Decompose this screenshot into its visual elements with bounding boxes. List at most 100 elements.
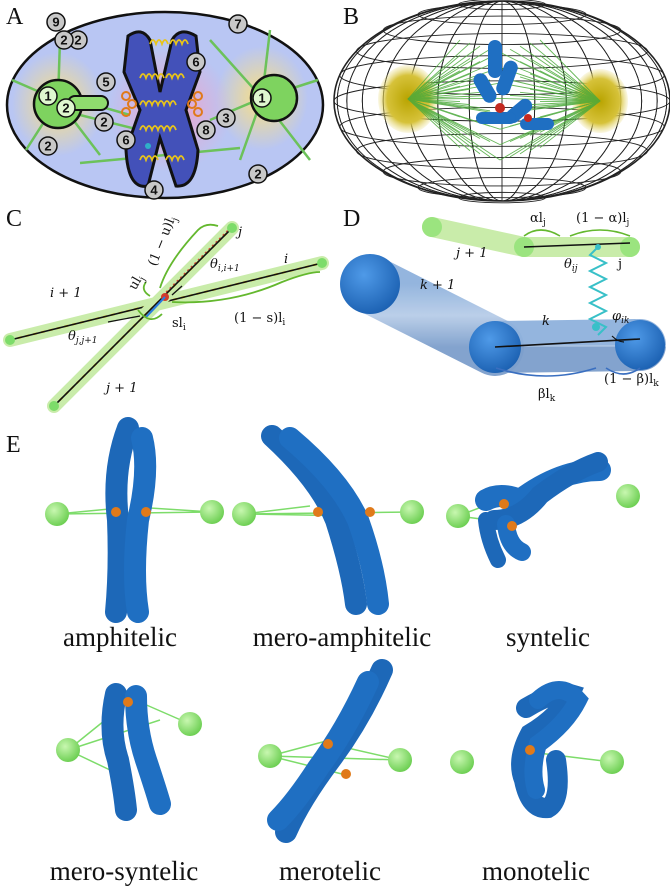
marker-number: 4 [150,183,158,198]
marker-number: 2 [74,33,81,48]
spindle-fiber [407,45,481,100]
panel-d: D j + 1 j k + [340,206,666,404]
panel-c-label: C [6,206,22,232]
spindle-fiber [407,42,471,100]
rod-j [47,221,239,413]
spindle-fiber [529,73,601,102]
spindle-fiber [519,91,601,102]
spindle-fiber [407,76,481,100]
springs-a [139,39,189,163]
marker-number: 3 [222,111,229,126]
label-theta-j: θj,j+1 [68,329,98,346]
spindle-fiber [407,39,461,100]
marker-circle [56,98,76,118]
panel-e-label: E [6,432,21,458]
label-theta-ij: θij [564,257,578,274]
marker-number: 2 [44,139,51,154]
caption-syntelic: syntelic [506,622,590,652]
spindle-fiber [519,45,601,102]
panel-b: B [333,0,670,204]
spindle-fiber [529,58,601,102]
marker-circle [38,86,58,106]
light-dot [145,143,151,149]
marker-circle [228,14,248,34]
spindle-fiber [407,98,481,155]
bracket-1-minus-s [171,271,321,304]
spindle-fiber [519,76,601,102]
rod-j-d [422,217,640,257]
marker-number: 2 [60,33,67,48]
label-one-minus-s-li: (1 − s)li [234,311,285,328]
label-i: i [284,252,288,267]
spindle-fiber [529,42,601,102]
label-theta-i: θi,i+1 [210,257,240,274]
label-k: k [542,314,550,329]
spindle-fiber [407,88,471,100]
sphere-latitude [382,157,622,187]
spindle-fiber [407,98,461,149]
spring-d [587,246,609,336]
sphere-meridian [336,0,668,202]
marker-number: 9 [52,15,59,30]
mero-amphitelic-illustration [232,425,424,615]
marker-number: 2 [100,115,107,130]
marker-circle [252,88,272,108]
label-s-li: sli [172,316,186,333]
label-alpha-lj: αlj [530,211,546,228]
panel-a: A [5,4,325,200]
spindle-fiber [407,67,501,100]
panel-b-label: B [343,4,359,30]
label-i-plus-1: i + 1 [50,286,82,301]
caption-merotelic: merotelic [279,856,381,886]
marker-number: 6 [192,55,199,70]
spindle-fiber [499,67,601,102]
marker-circle [38,136,58,156]
marker-circle [94,112,114,132]
spindle-fiber [529,100,601,152]
sphere-latitude [356,133,648,169]
marker-circle [144,180,164,200]
bracket-s [137,309,163,320]
label-j-plus-1: j + 1 [103,381,137,396]
marker-number: 5 [102,75,109,90]
marker-circle [216,108,236,128]
marker-number: 1 [258,91,265,106]
spindle-fiber [509,94,601,102]
spindle-fiber [539,85,601,102]
caption-monotelic: monotelic [482,856,590,886]
merotelic-illustration [258,659,412,843]
spindle-fiber [407,98,471,152]
caption-mero-syntelic: mero-syntelic [50,856,198,886]
label-one-minus-alpha-lj: (1 − α)lj [576,211,629,228]
spindle-fiber [539,70,601,102]
spindle-fiber [539,100,601,149]
marker-circle [186,52,206,72]
spindle-fiber [407,73,471,100]
label-phi-ik: φik [612,309,629,326]
marker-number: 2 [62,101,69,116]
marker-number: 2 [254,167,261,182]
bracket-u [142,281,151,297]
sphere-latitude [382,15,622,45]
spindle-fiber [499,100,601,130]
spindle-fiber [407,85,461,100]
marker-circle [54,30,74,50]
panel-a-label: A [6,4,24,30]
spindle-fiber [407,98,501,115]
marker-number: 7 [234,17,241,32]
spindle-fiber [407,55,461,100]
spindle-fiber [407,48,491,100]
spindle-fiber [407,98,491,158]
label-j-plus-1-d: j + 1 [453,246,487,261]
marker-circle [248,164,268,184]
spindle-fiber [499,98,601,102]
label-one-minus-beta-lk: (1 − β)lk [604,372,659,389]
marker-circle [196,120,216,140]
panel-d-labels: j + 1 j k + 1 k αlj (1 − α)lj θij φik βl… [420,211,659,404]
label-j: j [235,225,242,240]
sphere-latitude [417,177,587,199]
right-centrosome [249,73,299,123]
syntelic-illustration [446,452,640,568]
